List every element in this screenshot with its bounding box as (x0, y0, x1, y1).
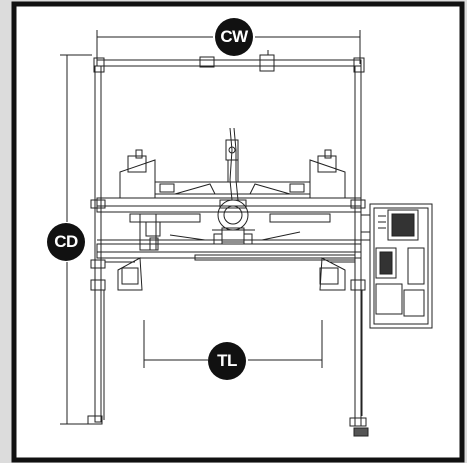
cd-label: CD (47, 223, 85, 261)
control-cabinet (361, 203, 433, 329)
tl-dimension (143, 320, 323, 368)
cd-dimension (60, 54, 92, 425)
top-crossbar (93, 50, 365, 73)
left-bracket (139, 213, 161, 251)
outer-frame (11, 1, 465, 463)
tl-label: TL (208, 342, 246, 380)
cw-label: CW (215, 18, 253, 56)
lower-deck (105, 257, 355, 291)
center-assembly (169, 199, 301, 245)
middle-platform (96, 197, 362, 261)
center-mast (225, 127, 239, 201)
